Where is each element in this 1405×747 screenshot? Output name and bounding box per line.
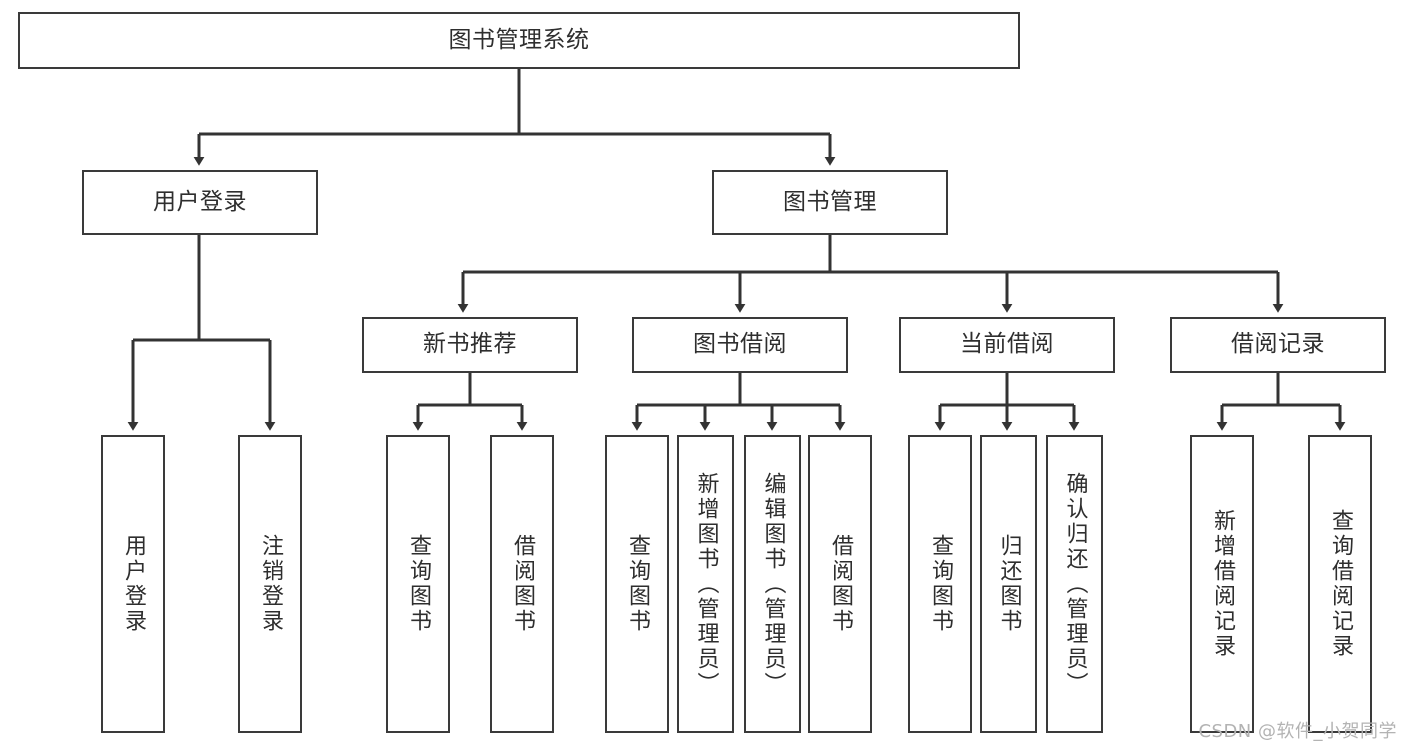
node-leaf-query-record-label: 查询借阅记录 xyxy=(1328,509,1353,659)
node-leaf-user-logout[interactable]: 注销登录 xyxy=(238,435,302,733)
node-leaf-user-login-label: 用户登录 xyxy=(121,534,146,634)
node-leaf-borrow-book-2[interactable]: 借阅图书 xyxy=(808,435,872,733)
node-borrow-record[interactable]: 借阅记录 xyxy=(1170,317,1386,373)
node-book-management-label: 图书管理 xyxy=(783,188,877,215)
node-new-book-recommend[interactable]: 新书推荐 xyxy=(362,317,578,373)
node-leaf-query-book-1-label: 查询图书 xyxy=(406,534,431,634)
node-leaf-edit-book[interactable]: 编辑图书（管理员） xyxy=(744,435,801,733)
node-leaf-add-record[interactable]: 新增借阅记录 xyxy=(1190,435,1254,733)
node-leaf-user-logout-label: 注销登录 xyxy=(258,534,283,634)
node-leaf-add-book-label: 新增图书（管理员） xyxy=(693,471,719,697)
node-leaf-query-book-2[interactable]: 查询图书 xyxy=(605,435,669,733)
node-leaf-confirm-return-label: 确认归还（管理员） xyxy=(1062,471,1088,697)
node-leaf-borrow-book-2-label: 借阅图书 xyxy=(828,534,853,634)
node-leaf-return-book-label: 归还图书 xyxy=(996,534,1022,634)
node-leaf-add-record-label: 新增借阅记录 xyxy=(1210,509,1235,659)
node-leaf-query-record[interactable]: 查询借阅记录 xyxy=(1308,435,1372,733)
node-user-login-label: 用户登录 xyxy=(153,188,247,215)
node-book-borrow-label: 图书借阅 xyxy=(693,331,787,358)
node-root-system[interactable]: 图书管理系统 xyxy=(18,12,1020,69)
node-book-management[interactable]: 图书管理 xyxy=(712,170,948,235)
node-leaf-edit-book-label: 编辑图书（管理员） xyxy=(760,471,786,697)
node-leaf-user-login[interactable]: 用户登录 xyxy=(101,435,165,733)
node-leaf-add-book[interactable]: 新增图书（管理员） xyxy=(677,435,734,733)
node-current-borrow-label: 当前借阅 xyxy=(960,331,1054,358)
node-leaf-confirm-return[interactable]: 确认归还（管理员） xyxy=(1046,435,1103,733)
node-leaf-query-book-3-label: 查询图书 xyxy=(928,534,953,634)
node-leaf-query-book-2-label: 查询图书 xyxy=(625,534,650,634)
node-new-book-recommend-label: 新书推荐 xyxy=(423,331,517,358)
watermark-text: CSDN @软件_小贺同学 xyxy=(1198,721,1397,742)
node-leaf-borrow-book-1[interactable]: 借阅图书 xyxy=(490,435,554,733)
node-book-borrow[interactable]: 图书借阅 xyxy=(632,317,848,373)
node-user-login[interactable]: 用户登录 xyxy=(82,170,318,235)
node-borrow-record-label: 借阅记录 xyxy=(1231,331,1325,358)
node-leaf-borrow-book-1-label: 借阅图书 xyxy=(510,534,535,634)
node-leaf-return-book[interactable]: 归还图书 xyxy=(980,435,1037,733)
node-leaf-query-book-1[interactable]: 查询图书 xyxy=(386,435,450,733)
node-root-system-label: 图书管理系统 xyxy=(448,26,590,53)
node-leaf-query-book-3[interactable]: 查询图书 xyxy=(908,435,972,733)
node-current-borrow[interactable]: 当前借阅 xyxy=(899,317,1115,373)
